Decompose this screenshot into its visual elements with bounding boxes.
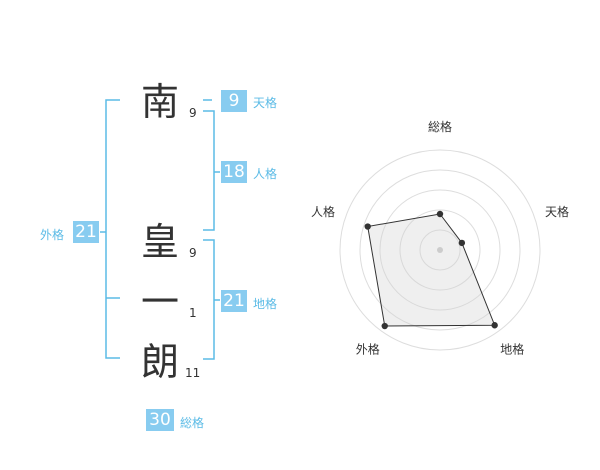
radar-axis-label-1: 総格 (428, 119, 452, 134)
chikaku-value: 21 (221, 290, 247, 312)
stroke-count-1: 9 (189, 106, 197, 120)
radar-point-5 (364, 223, 371, 230)
radar-axis-label-5: 人格 (311, 204, 335, 219)
radar-axis-label-4: 外格 (356, 342, 380, 357)
jinkaku-value: 18 (221, 161, 247, 183)
stroke-count-4: 11 (185, 366, 201, 380)
name-char-4: 朗 (140, 340, 179, 384)
radar-axis-label-2: 天格 (545, 204, 569, 219)
name-char-1: 南 (140, 80, 179, 124)
radar-ring-1 (419, 229, 461, 271)
radar-point-3 (491, 322, 498, 329)
soukaku-label: 総格 (180, 416, 205, 430)
gaikaku-label: 外格 (40, 228, 65, 242)
stroke-count-3: 1 (189, 306, 197, 320)
gaikaku-value: 21 (73, 221, 99, 243)
radar-center-dot (437, 247, 443, 253)
radar-point-4 (381, 322, 388, 330)
soukaku-value: 30 (146, 409, 174, 431)
radar-ring-2 (399, 209, 481, 291)
stroke-count-2: 9 (189, 246, 197, 260)
radar-polygon (367, 213, 496, 327)
jinkaku-label: 人格 (253, 167, 278, 181)
chikaku-label: 地格 (253, 297, 278, 311)
radar-ring-4 (359, 169, 521, 331)
name-char-2: 皇 (140, 220, 179, 264)
name-char-3: 一 (140, 280, 179, 324)
radar-ring-5 (339, 149, 541, 351)
radar-point-2 (458, 239, 466, 247)
radar-point-1 (436, 210, 444, 218)
gaikaku-bracket (105, 99, 120, 359)
tenkaku-label: 天格 (253, 96, 278, 110)
radar-axis-label-3: 地格 (500, 342, 524, 357)
jinkaku-bracket (203, 110, 215, 231)
tenkaku-value: 9 (221, 90, 247, 112)
radar-ring-3 (379, 189, 501, 311)
